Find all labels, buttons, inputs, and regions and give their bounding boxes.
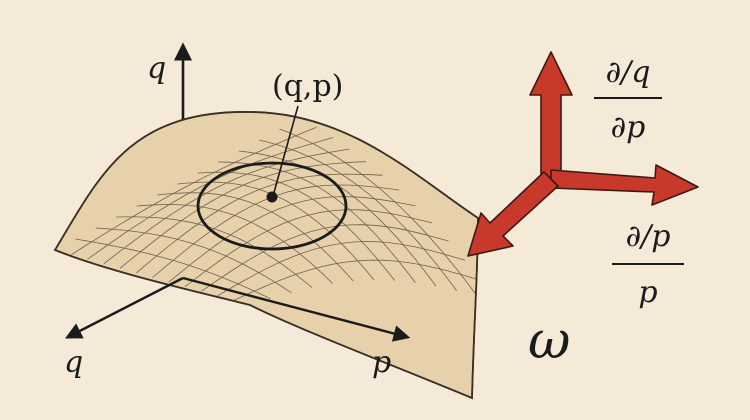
q-label-top: q	[147, 51, 166, 86]
grid-line-v	[136, 173, 383, 274]
grid-line-v	[103, 148, 350, 265]
grid-line-v	[233, 259, 478, 301]
q-axis-horizontal	[65, 276, 184, 339]
omega-symbol: ω	[528, 311, 570, 371]
red-arrow-right	[550, 164, 699, 206]
red-arrow-up	[529, 51, 573, 181]
fraction-lower: ∂/p p	[612, 219, 684, 310]
fraction-lower-numerator: ∂/p	[626, 219, 671, 254]
grid-line-v	[201, 224, 449, 292]
point-label-leader	[272, 105, 299, 197]
surface-outline	[53, 111, 479, 400]
fraction-upper: ∂/q ∂p	[594, 55, 662, 145]
grid-line-v	[184, 209, 433, 288]
fraction-upper-numerator: ∂/q	[606, 55, 651, 90]
phase-point	[266, 191, 278, 203]
fraction-upper-denominator: ∂p	[611, 110, 646, 145]
fraction-lower-denominator: p	[638, 275, 657, 310]
q-label-bottom: q	[64, 345, 83, 380]
p-label-bottom: p	[372, 345, 391, 380]
point-label: (q,p)	[272, 69, 343, 104]
p-axis	[182, 276, 411, 342]
grid-line-v	[119, 161, 367, 269]
grid-line-v	[217, 241, 466, 297]
tangent-vectors	[467, 51, 699, 257]
neighborhood-ellipse	[196, 161, 348, 251]
phase-space-surface	[53, 111, 479, 400]
grid-line-v	[71, 126, 317, 255]
red-arrow-down-left	[467, 171, 559, 257]
grid-line-v	[168, 196, 416, 283]
